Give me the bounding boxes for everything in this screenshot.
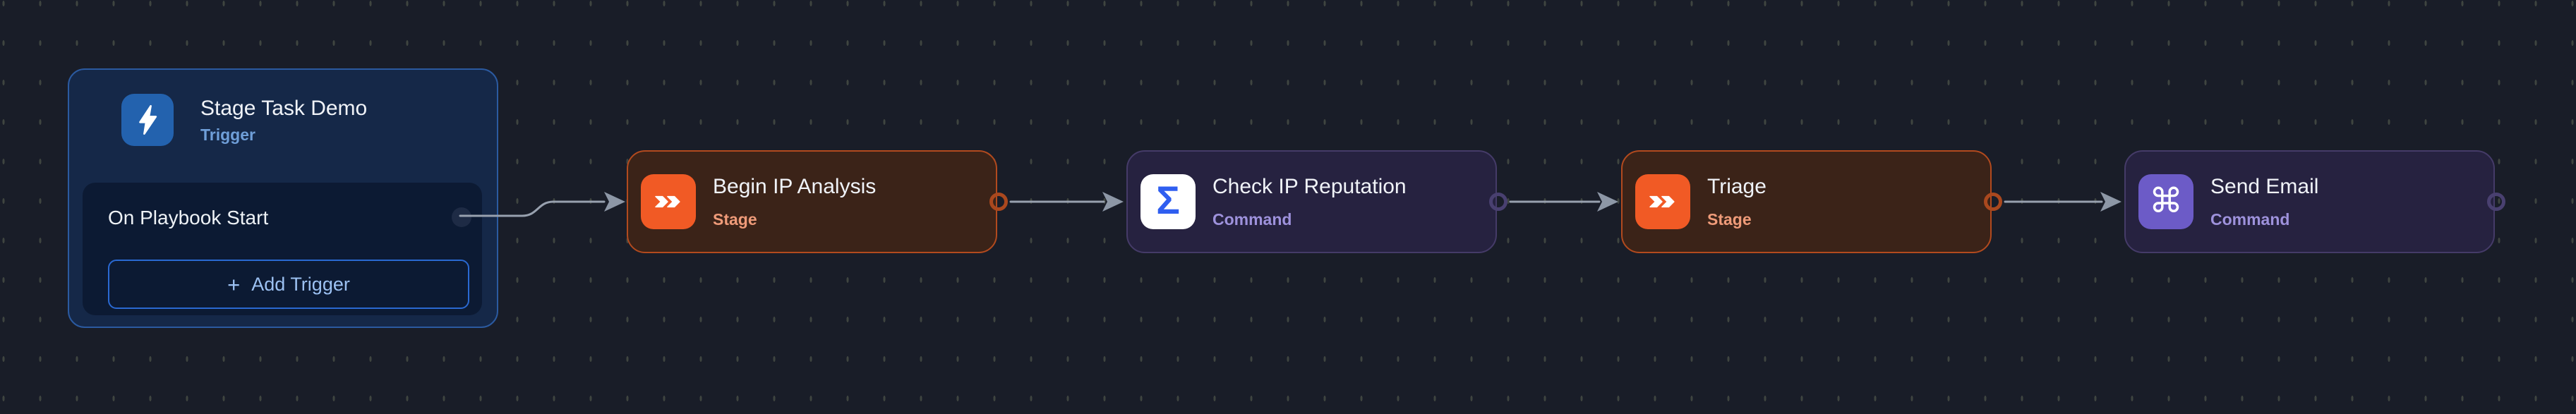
arrowhead [2100, 192, 2121, 212]
node-type-label: Stage [1707, 210, 1752, 229]
node-type-label: Command [2210, 210, 2290, 229]
output-port-triage[interactable] [1984, 193, 2002, 211]
fast-forward-chevrons-icon [641, 174, 696, 229]
fast-forward-chevrons-icon [1635, 174, 1690, 229]
trigger-item-on-playbook-start[interactable]: On Playbook Start [108, 207, 269, 229]
node-title: Triage [1707, 175, 1767, 198]
trigger-node-header: Stage Task Demo Trigger [121, 94, 367, 146]
arrowhead [604, 192, 625, 212]
trigger-list-card: On Playbook Start + Add Trigger [83, 183, 482, 315]
trigger-node-title: Stage Task Demo [200, 96, 368, 120]
node-title: Send Email [2210, 175, 2319, 198]
arrowhead [1597, 192, 1618, 212]
node-send-email[interactable]: ⌘ Send Email Command [2124, 150, 2495, 253]
sigma-icon: Σ [1140, 174, 1196, 229]
sigma-glyph: Σ [1156, 178, 1180, 222]
node-begin-ip-analysis[interactable]: Begin IP Analysis Stage [627, 150, 997, 253]
command-key-icon: ⌘ [2138, 174, 2193, 229]
double-chevron-glyph [1649, 195, 1675, 208]
add-trigger-button[interactable]: + Add Trigger [108, 260, 469, 309]
node-check-ip-reputation[interactable]: Σ Check IP Reputation Command [1126, 150, 1497, 253]
node-type-label: Stage [713, 210, 757, 229]
output-port-check-ip-reputation[interactable] [1489, 193, 1507, 211]
node-triage[interactable]: Triage Stage [1621, 150, 1992, 253]
node-type-label: Command [1212, 210, 1292, 229]
plus-icon: + [227, 272, 241, 297]
output-port-begin-ip-analysis[interactable] [989, 193, 1008, 211]
trigger-node-type-label: Trigger [200, 125, 255, 144]
arrowhead [1102, 192, 1124, 212]
output-port-send-email[interactable] [2487, 193, 2505, 211]
node-title: Begin IP Analysis [713, 175, 877, 198]
command-key-glyph: ⌘ [2149, 183, 2183, 220]
trigger-node[interactable]: Stage Task Demo Trigger On Playbook Star… [68, 68, 498, 328]
double-chevron-glyph [655, 195, 680, 208]
lightning-bolt-glyph [139, 105, 157, 135]
node-title: Check IP Reputation [1212, 175, 1407, 198]
add-trigger-button-label: Add Trigger [251, 273, 350, 295]
trigger-output-port[interactable] [452, 207, 471, 227]
lightning-bolt-icon [121, 94, 174, 146]
